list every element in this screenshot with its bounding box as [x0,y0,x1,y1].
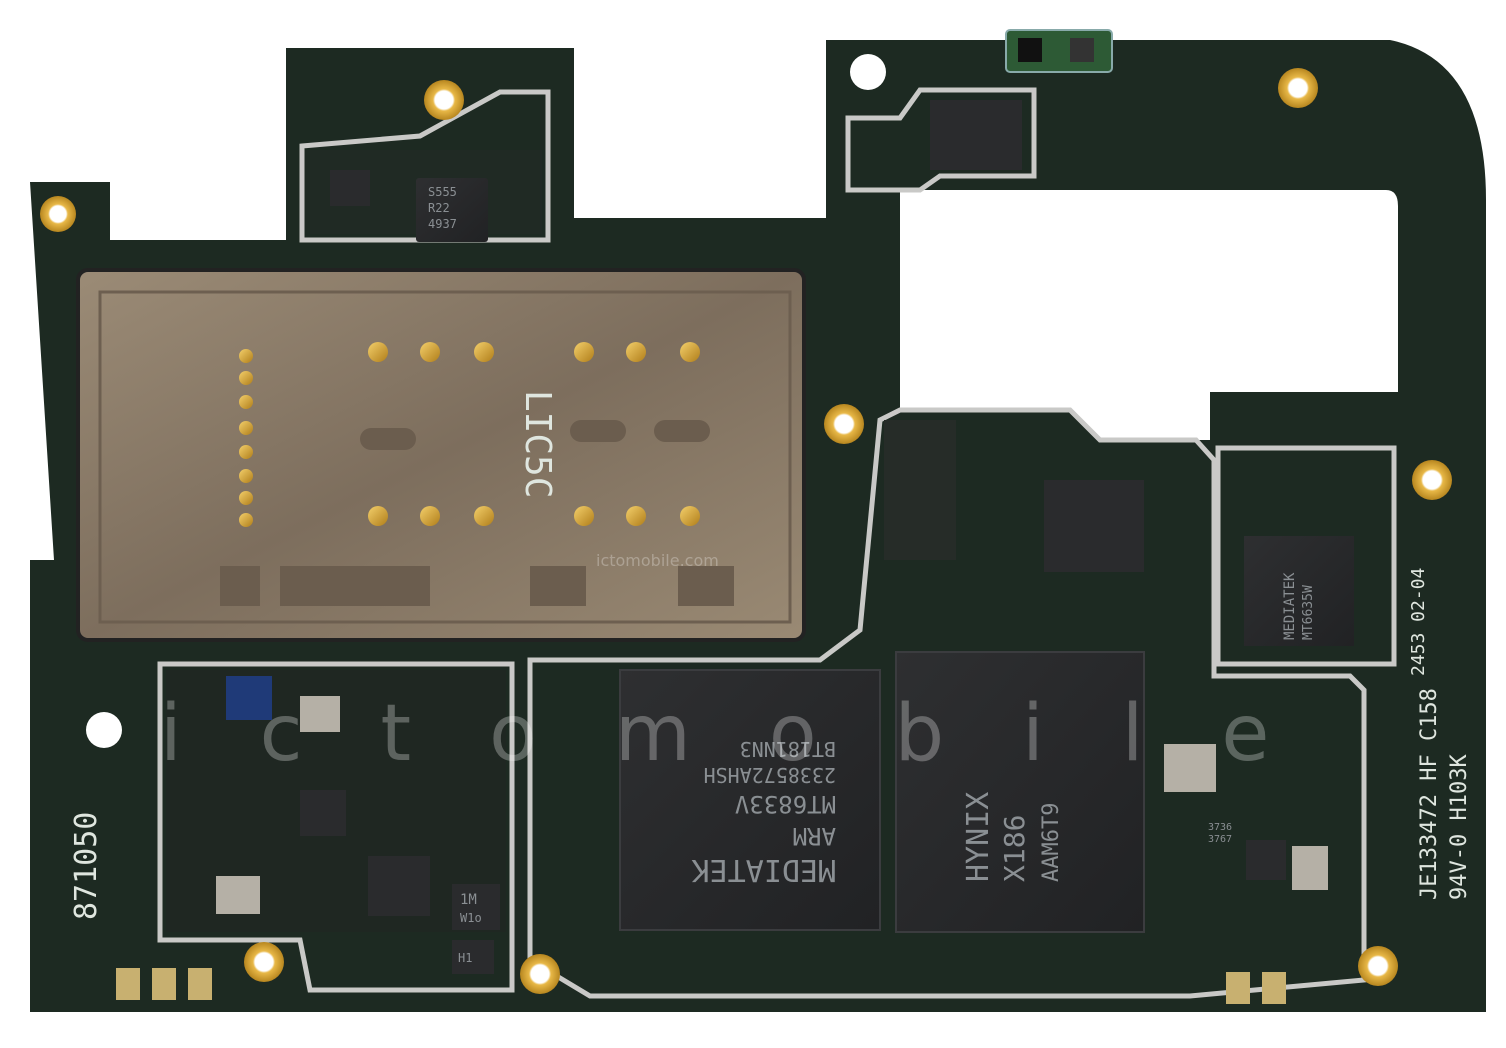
sim-tray-marking: LIC5C [517,390,558,498]
tiny-code-1: 3736 [1208,822,1232,833]
edge-text-line3: 2453 02-04 [1408,568,1429,676]
watermark-brand: ictomobile [160,689,1347,779]
shield-can-top-right [845,87,1037,193]
memory-marking-lot: AAM6T9 [1039,803,1064,882]
pmic-marking-line2: R22 [428,201,450,215]
edge-text-line2: 94V-0 H103K [1447,754,1472,900]
soc-marking-lot: BT181NN3 [740,737,836,761]
soc-chip [619,669,881,931]
soc-marking-arm: ARM [793,822,836,850]
shield-can-right [1215,445,1397,667]
right-chip-brand: MEDIATEK [1282,572,1298,640]
shield-can-bottom-left [157,661,515,993]
shield-can-top-left [299,89,551,243]
soc-marking-model: MT6833V [735,790,836,818]
memory-marking-part: X186 [998,815,1031,882]
soc-marking-batch: 2338572AHSH [704,763,836,787]
shield-can-main [527,407,1367,999]
memory-chip [895,651,1145,933]
right-chip-model: MT6635W [1301,585,1316,640]
screw-holes [40,54,1452,994]
board-code: 871050 [69,812,104,920]
pmic-marking-line3: 4937 [428,217,457,231]
soc-marking-brand: MEDIATEK [692,852,837,887]
tiny-code-2: 3767 [1208,834,1232,845]
sim-tray [76,268,806,642]
small-mark-h1: H1 [458,951,472,965]
pmic-chip [416,178,488,242]
connectivity-chip [1244,536,1354,646]
sim-contacts [239,342,700,527]
board-cutout [900,190,1398,440]
watermark-url: ictomobile.com [596,551,719,570]
memory-marking-brand: HYNIX [961,792,996,882]
small-mark-1m: 1M [460,892,477,908]
edge-text-line1: JE133472 HF C158 [1417,688,1442,900]
bottom-pads [116,968,1286,1004]
pmic-marking-line1: S555 [428,185,457,199]
small-mark-w1o: W1o [460,911,482,925]
